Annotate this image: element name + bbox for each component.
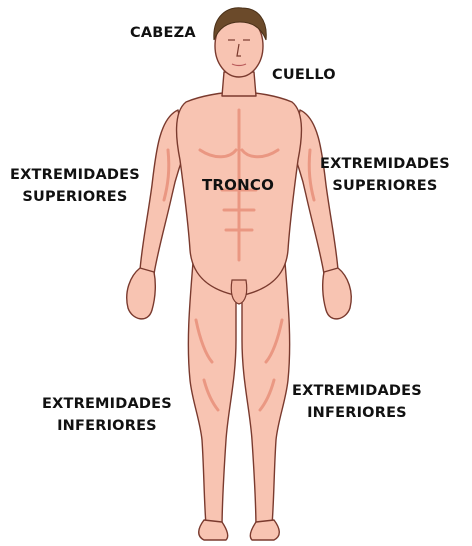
label-line: EXTREMIDADES bbox=[320, 153, 450, 175]
label-cuello: CUELLO bbox=[272, 64, 336, 86]
label-cabeza: CABEZA bbox=[130, 22, 196, 44]
label-line: EXTREMIDADES bbox=[10, 164, 140, 186]
groin bbox=[231, 280, 246, 304]
label-line: INFERIORES bbox=[292, 402, 422, 424]
left-hand bbox=[127, 268, 156, 319]
label-line: INFERIORES bbox=[42, 415, 172, 437]
label-extremidades-superiores-right: EXTREMIDADES SUPERIORES bbox=[320, 153, 450, 197]
label-extremidades-superiores-left: EXTREMIDADES SUPERIORES bbox=[10, 164, 140, 208]
right-hand bbox=[323, 268, 352, 319]
right-foot bbox=[250, 520, 279, 540]
label-extremidades-inferiores-left: EXTREMIDADES INFERIORES bbox=[42, 393, 172, 437]
label-extremidades-inferiores-right: EXTREMIDADES INFERIORES bbox=[292, 380, 422, 424]
label-line: EXTREMIDADES bbox=[42, 393, 172, 415]
label-line: SUPERIORES bbox=[320, 175, 450, 197]
label-tronco: TRONCO bbox=[202, 174, 274, 196]
left-foot bbox=[199, 520, 228, 540]
label-line: EXTREMIDADES bbox=[292, 380, 422, 402]
label-line: SUPERIORES bbox=[10, 186, 140, 208]
